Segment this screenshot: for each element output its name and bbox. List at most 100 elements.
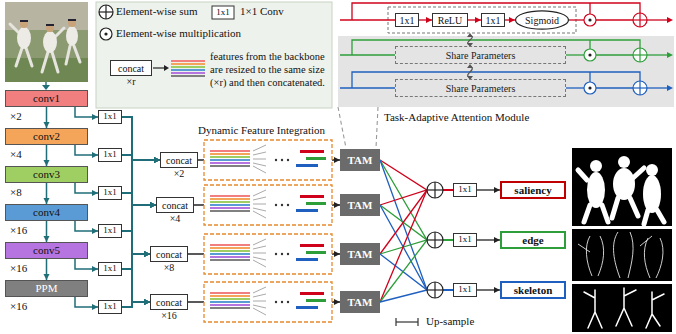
saliency-map: [618, 156, 630, 168]
connector: [122, 117, 150, 305]
tam-detail-panel: [584, 49, 596, 61]
connector: [75, 259, 98, 272]
saliency-map: [578, 168, 664, 224]
connector: [75, 107, 98, 120]
backbone-block: conv2: [5, 128, 88, 145]
skeleton-map: [616, 288, 636, 326]
concat-box: concat×2: [160, 152, 198, 168]
connector: [122, 193, 150, 305]
node-text: conv1: [33, 92, 60, 104]
connector: [122, 155, 156, 208]
arrowhead: [509, 17, 515, 23]
legend-panel: [171, 69, 205, 71]
saliency-map: [613, 168, 635, 200]
connector: [122, 117, 156, 208]
node-text: concat: [118, 63, 144, 74]
input-photo: [42, 52, 48, 72]
scale-label: ×8: [145, 262, 193, 273]
saliency-map: [572, 148, 672, 226]
node-text: Share Parameters: [446, 83, 516, 94]
legend-panel: [99, 5, 113, 19]
tam-detail-panel: [589, 3, 590, 14]
tam-box: TAM: [340, 149, 380, 171]
legend-panel: [96, 2, 332, 108]
share-box: Share Parameters: [395, 79, 566, 97]
upsample-symbol: [396, 318, 418, 326]
node-text: concat: [156, 297, 182, 308]
connector-line: [380, 240, 453, 302]
tam-detail-panel: [584, 14, 596, 26]
connector-line: [122, 205, 156, 231]
tam-box: TAM: [340, 291, 380, 313]
legend-text: Element-wise multiplication: [116, 27, 241, 40]
illustration: [204, 140, 332, 180]
connector: [477, 187, 500, 193]
backbone-block: conv3: [5, 166, 88, 183]
backbone-block: PPM: [5, 280, 88, 297]
tam-detail-panel: [633, 48, 647, 62]
conv-box: 1x1: [98, 300, 122, 314]
input-photo: [17, 27, 31, 49]
scale-label: ×4: [151, 213, 199, 224]
tam-box: TAM: [340, 194, 380, 216]
connector: [44, 183, 50, 204]
tam-detail-panel: [647, 19, 668, 20]
saliency-map: [612, 198, 618, 218]
saliency-map: [630, 198, 638, 216]
connector: [122, 155, 150, 305]
node-text: conv4: [33, 206, 60, 218]
tam-detail-panel: [566, 54, 584, 55]
connector: [44, 145, 50, 166]
input-photo: [5, 2, 88, 30]
node-text: TAM: [348, 154, 373, 166]
tam-detail-panel: [566, 87, 584, 88]
tam-detail-panel: [584, 82, 596, 94]
node-text: saliency: [514, 184, 551, 196]
illustration: [204, 234, 332, 274]
scale-label: ×16: [10, 262, 27, 275]
tam-detail-panel: [667, 85, 673, 91]
tam-detail-panel: [467, 33, 473, 37]
conv-box: 1x1: [395, 13, 419, 27]
skeleton-map: [572, 284, 672, 332]
tam-detail-panel: [633, 13, 647, 27]
conv-box: 1x1: [98, 224, 122, 238]
connector: [380, 240, 453, 302]
connector-line: [122, 155, 150, 302]
legend-panel: [171, 72, 205, 74]
illustration: [427, 182, 443, 198]
node-text: concat: [162, 200, 188, 211]
connector-line: [122, 117, 150, 302]
node-text: 1x1: [103, 150, 117, 160]
tam-detail-panel: [340, 54, 395, 55]
saliency-map: [657, 210, 664, 222]
input-photo: [66, 46, 70, 64]
connector: [505, 17, 515, 23]
input-photo: [56, 28, 64, 36]
illustration: [427, 232, 443, 248]
connector: [122, 251, 150, 307]
connector: [122, 155, 160, 163]
saliency-map: [643, 175, 661, 213]
connector: [75, 145, 98, 158]
connector: [122, 157, 160, 193]
skeleton-map: [584, 290, 602, 328]
edge-map: [572, 229, 672, 281]
connector-line: [122, 155, 156, 205]
connector-line: [380, 160, 453, 290]
edge-map: [614, 232, 634, 278]
node-text: conv2: [33, 130, 60, 142]
tam-detail-panel: [338, 3, 674, 148]
section-title: Task-Adaptive Attention Module: [384, 111, 529, 124]
connector: [122, 117, 160, 163]
conv-box: ReLU: [432, 13, 468, 27]
skeleton-map: [584, 288, 664, 328]
output-box: saliency: [500, 181, 566, 199]
scale-label: ×16: [10, 224, 27, 237]
input-photo: [5, 2, 88, 82]
tam-detail-panel: [633, 81, 647, 95]
illustration: [204, 185, 332, 225]
connector: [380, 160, 453, 240]
edge-map: [578, 232, 663, 278]
